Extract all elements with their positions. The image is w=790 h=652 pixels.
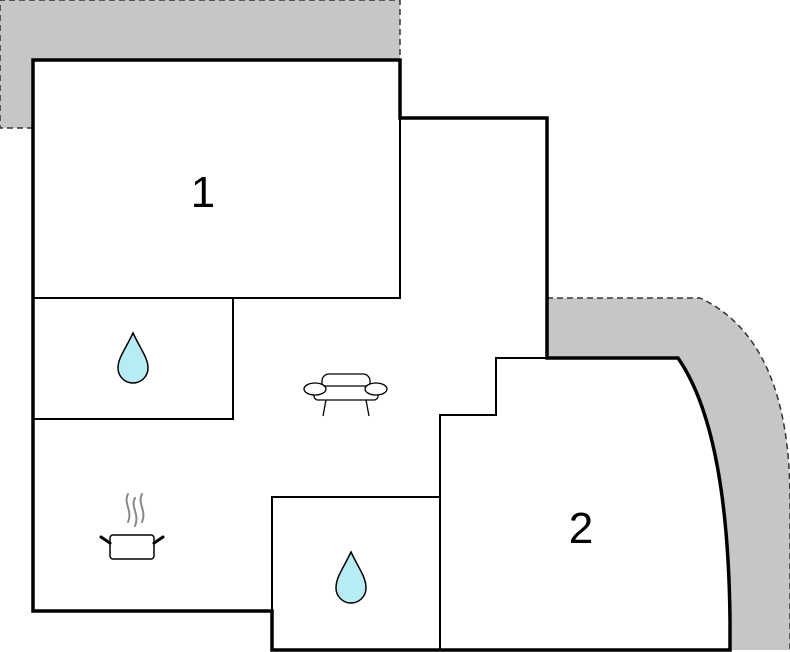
water-drop-icon xyxy=(335,550,367,604)
terrace-top-left xyxy=(0,0,400,128)
room-label-2: 2 xyxy=(569,504,593,553)
water-drop-icon xyxy=(117,331,149,384)
interior-walls xyxy=(33,118,547,650)
room-label-1: 1 xyxy=(191,168,215,217)
outer-walls xyxy=(31,58,732,652)
sofa-icon xyxy=(303,373,388,417)
cooking-pot-icon xyxy=(99,493,165,560)
